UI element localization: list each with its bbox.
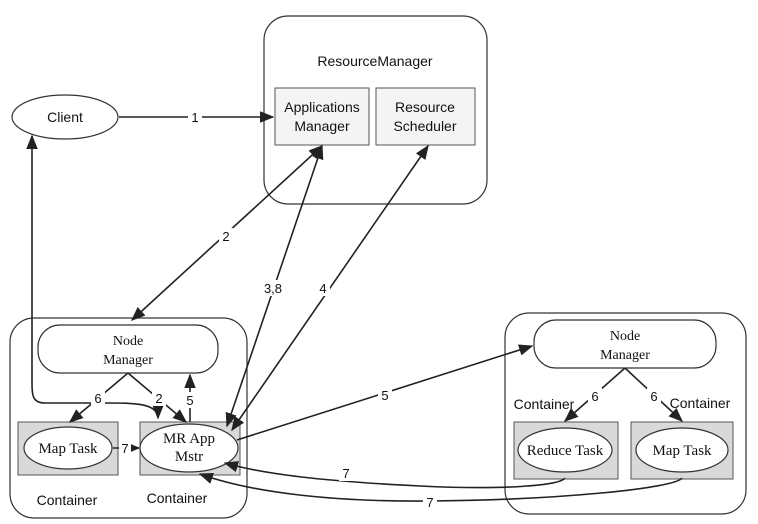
edge-3-8-label: 3,8 [264, 281, 282, 296]
applications-manager-box [274, 87, 370, 146]
edge-4-label: 4 [319, 281, 326, 296]
right-container-label-2: Container [670, 395, 731, 411]
edge-5b-label: 5 [186, 393, 193, 408]
right-node-manager-line1: Node [610, 329, 640, 344]
resource-scheduler-line1: Resource [395, 99, 455, 115]
applications-manager-line1: Applications [284, 99, 360, 115]
left-node-manager-line1: Node [113, 334, 143, 349]
edge-7-reduce-to-mr [223, 461, 566, 489]
resource-scheduler-line2: Scheduler [393, 118, 456, 134]
edge-client-mr-app-master [26, 134, 164, 420]
reduce-task-ellipse [517, 427, 613, 473]
map-task-label-left: Map Task [38, 441, 98, 457]
edge-6c-label: 6 [650, 389, 657, 404]
edge-2b-label: 2 [155, 391, 162, 406]
right-node-manager-line2: Manager [600, 348, 650, 363]
edge-2a-label: 2 [222, 229, 229, 244]
client-node: Client [11, 94, 119, 140]
map-task-label-right: Map Task [652, 443, 712, 459]
map-task-ellipse-right [635, 427, 729, 473]
edge-5a-label: 5 [381, 388, 388, 403]
edge-1-label: 1 [191, 110, 198, 125]
resource-scheduler-box [375, 87, 476, 146]
left-node-group: Node Manager Map Task MR App Mstr Contai… [9, 317, 248, 519]
left-node-manager-line2: Manager [103, 353, 153, 368]
left-container-label-2: Container [147, 490, 208, 506]
left-container-label-1: Container [37, 492, 98, 508]
resource-manager-title: ResourceManager [317, 53, 433, 69]
map-task-ellipse-left [23, 426, 113, 470]
edge-6b-label: 6 [591, 389, 598, 404]
client-label: Client [47, 109, 83, 125]
right-node-group: Node Manager Container Container Reduce … [504, 312, 747, 515]
reduce-task-label: Reduce Task [527, 443, 604, 459]
edge-7b-label: 7 [426, 495, 433, 510]
mr-app-master-line2: Mstr [175, 449, 203, 465]
edge-7c-label: 7 [121, 441, 128, 456]
mr-app-master-line1: MR App [163, 431, 215, 447]
edge-6a-label: 6 [94, 391, 101, 406]
resource-manager-group: ResourceManager Applications Manager Res… [263, 15, 488, 205]
edges: 1 2 3,8 4 6 2 5 7 5 [26, 109, 684, 510]
edge-7a-label: 7 [342, 466, 349, 481]
right-container-label-1: Container [514, 396, 575, 412]
applications-manager-line2: Manager [294, 118, 350, 134]
